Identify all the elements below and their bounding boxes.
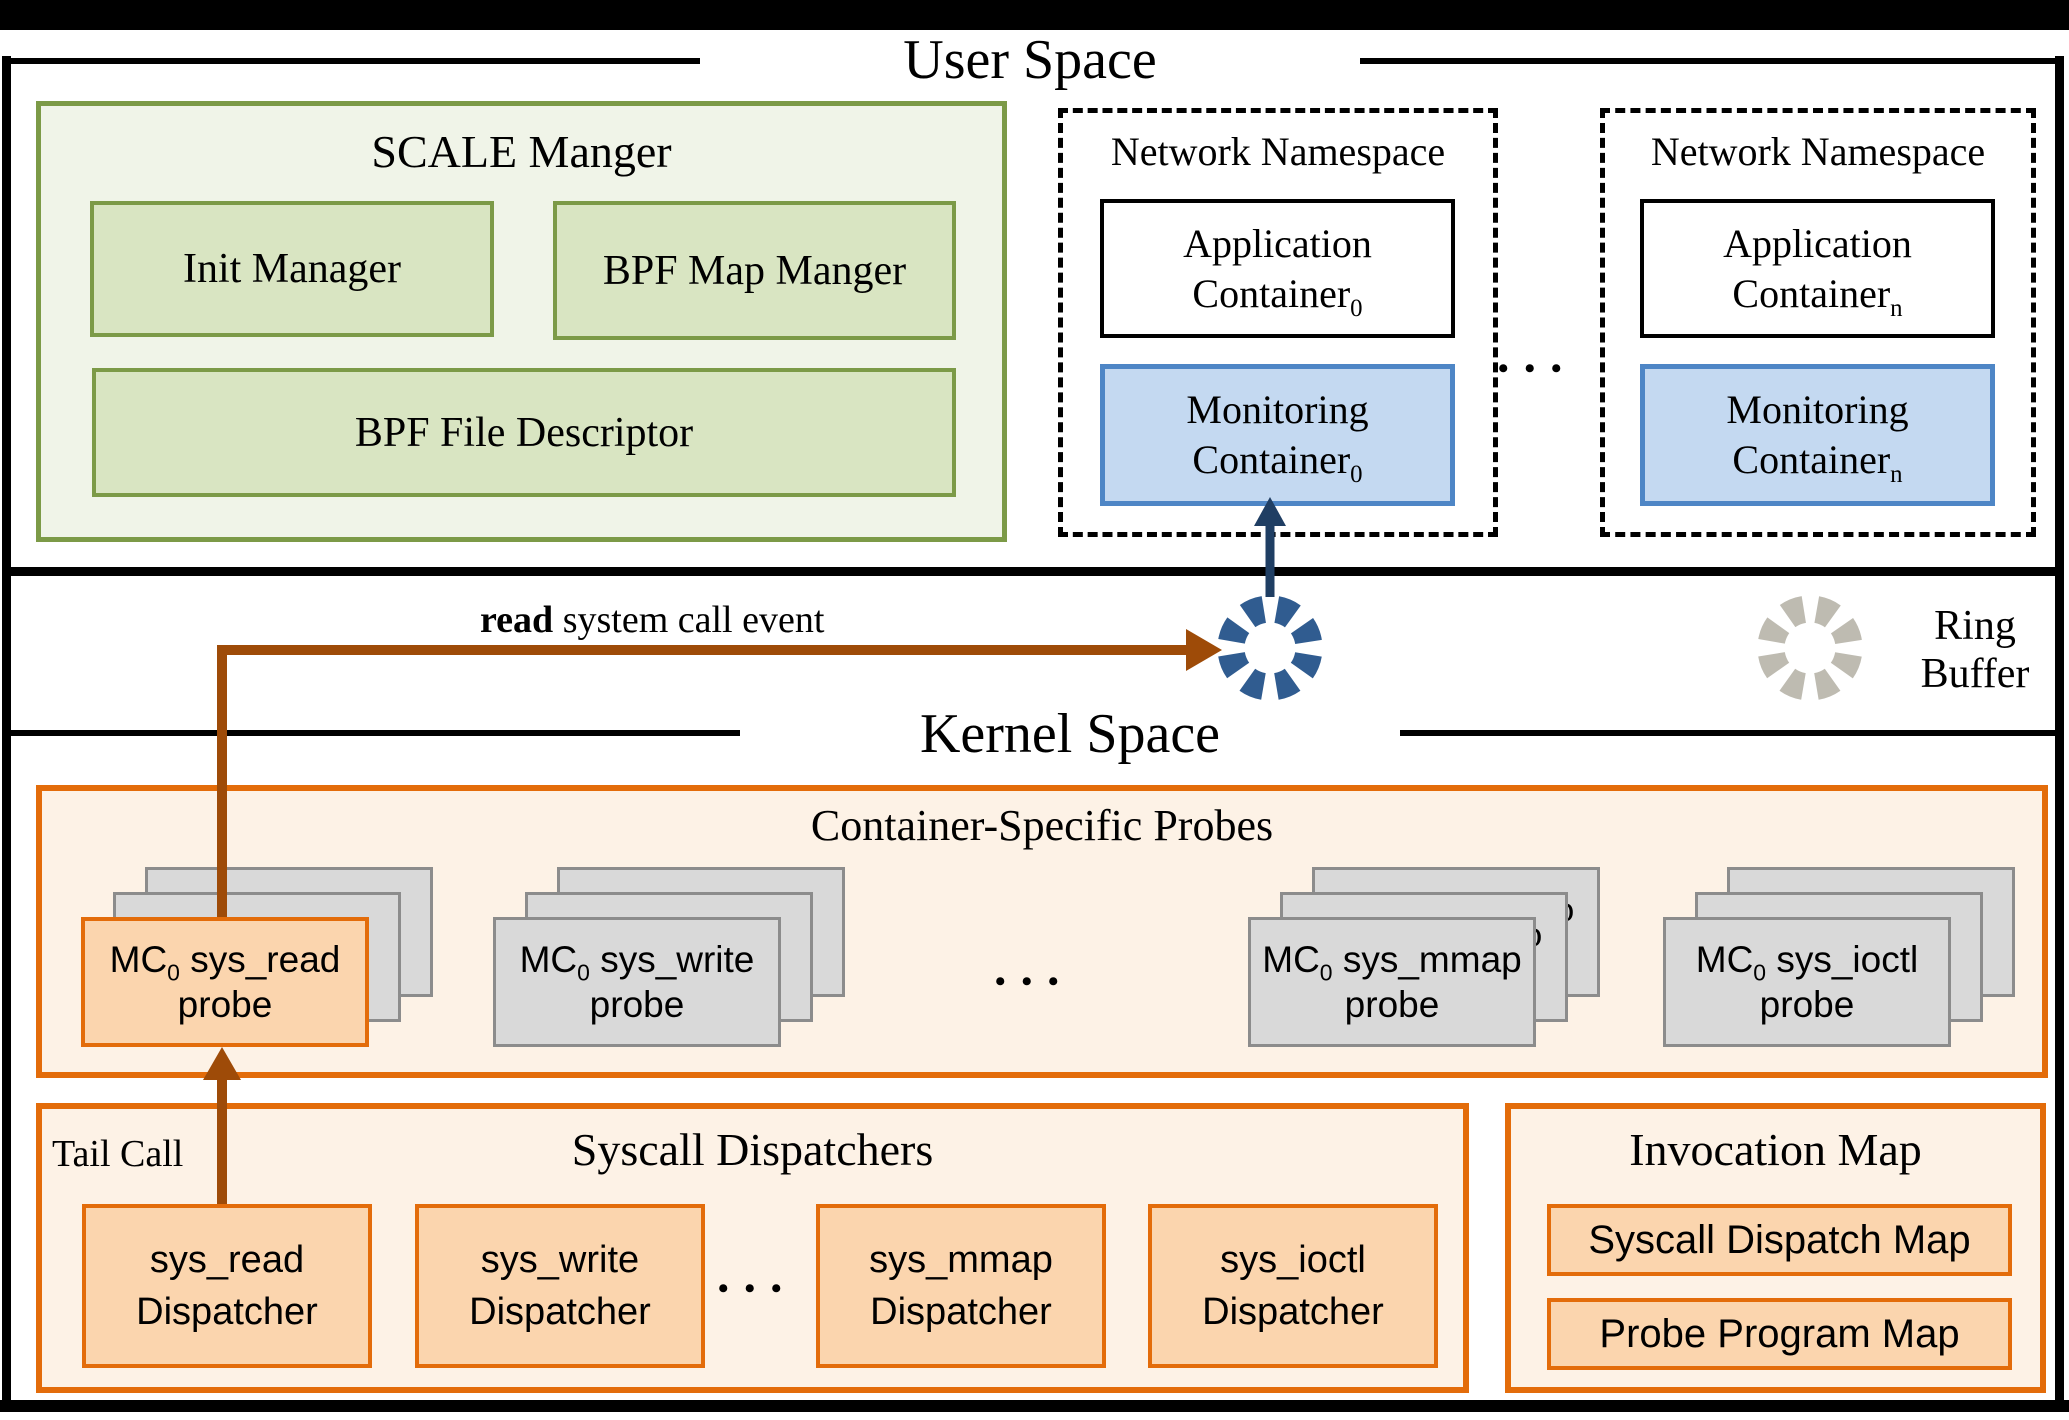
tail-call-label: Tail Call	[52, 1133, 184, 1175]
ring-buffer-gray-icon	[1757, 595, 1863, 701]
network-namespace-0-label: Network Namespace	[1110, 129, 1446, 174]
frame-bottom	[0, 1400, 2069, 1412]
tail-call-arrowhead-icon	[203, 1047, 241, 1080]
kernel-space-rule-right	[1400, 730, 2060, 736]
container-specific-probes-title: Container-Specific Probes	[810, 801, 1274, 850]
kernel-space-title: Kernel Space	[919, 703, 1221, 765]
application-container-0: Application Container0	[1100, 199, 1455, 338]
ring-to-monitor-arrowhead-icon	[1254, 497, 1286, 526]
user-space-rule-right	[1360, 58, 2060, 64]
network-namespace-0	[1058, 108, 1498, 537]
probes-ellipsis: •••	[995, 965, 1075, 998]
syscall-dispatchers-title: Syscall Dispatchers	[571, 1124, 934, 1175]
monitoring-container-0: Monitoring Container0	[1100, 364, 1455, 506]
monitoring-container-n: Monitoring Containern	[1640, 364, 1995, 506]
ring-buffer-label: Ring Buffer	[1920, 603, 2030, 697]
user-kernel-divider	[2, 567, 2064, 576]
syscall-dispatch-map-box: Syscall Dispatch Map	[1547, 1204, 2012, 1276]
invocation-map-title: Invocation Map	[1629, 1124, 1922, 1175]
network-namespace-n-label: Network Namespace	[1650, 129, 1986, 174]
probe-program-map-box: Probe Program Map	[1547, 1298, 2012, 1370]
application-container-n: Application Containern	[1640, 199, 1995, 338]
read-event-arrow-line	[217, 645, 1186, 917]
scale-manager-title: SCALE Manger	[371, 126, 672, 177]
kernel-space-rule-left	[2, 730, 740, 736]
read-syscall-event-label: read system call event	[480, 599, 825, 641]
read-event-arrowhead-icon	[1186, 629, 1222, 671]
user-space-rule-left	[2, 58, 700, 64]
ring-buffer-blue-icon	[1217, 595, 1323, 701]
network-namespace-n	[1600, 108, 2036, 537]
init-manager-box: Init Manager	[90, 201, 494, 337]
dispatchers-ellipsis: •••	[718, 1272, 798, 1305]
frame-top	[0, 0, 2069, 30]
bpf-file-descriptor-box: BPF File Descriptor	[92, 368, 956, 497]
bpf-map-manager-box: BPF Map Manger	[553, 201, 956, 340]
namespace-ellipsis: •••	[1498, 352, 1578, 385]
user-space-title: User Space	[903, 29, 1157, 91]
